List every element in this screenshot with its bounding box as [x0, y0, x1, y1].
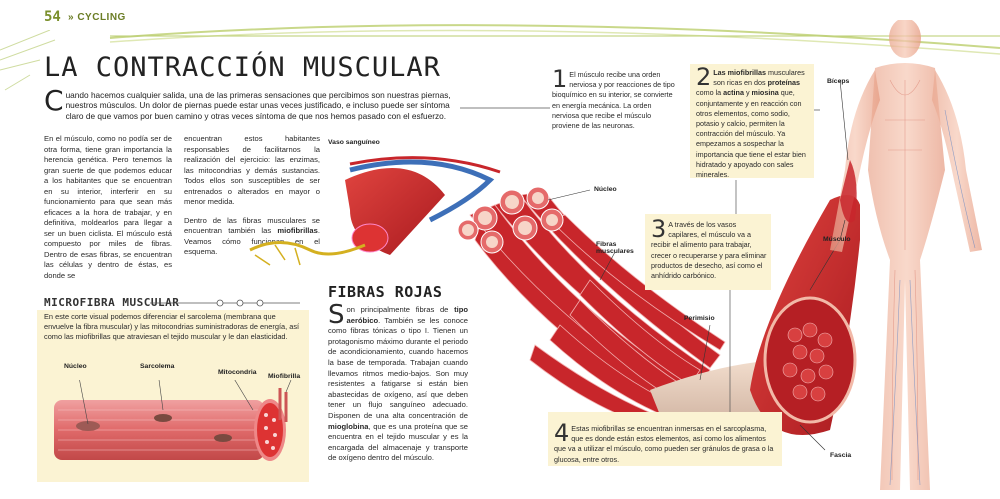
label-fascia: Fascia	[830, 452, 852, 459]
text-span: . También se les conoce como fibras tóni…	[328, 315, 468, 420]
section-name: » CYCLING	[68, 12, 126, 23]
body-column-2: encuentran estos habitantes responsables…	[184, 134, 320, 258]
body-column-2-paragraph-1: encuentran estos habitantes responsables…	[184, 134, 320, 206]
text-span: on principalmente fibras de	[346, 305, 455, 314]
page-title: LA CONTRACCIÓN MUSCULAR	[44, 52, 441, 83]
intro-paragraph: C uando hacemos cualquier salida, una de…	[44, 84, 454, 121]
label-fibras-musculares: Fibras musculares	[596, 241, 634, 255]
bold-term: proteínas	[767, 78, 800, 88]
text-span: que, conjuntamente y en reacción con otr…	[696, 88, 806, 180]
callout-1-number: 1	[552, 65, 568, 93]
label-vaso-sanguineo: Vaso sanguíneo	[328, 139, 380, 146]
microfibra-illustration	[54, 380, 292, 461]
callout-3-number: 3	[651, 215, 667, 243]
label-perimisio: Perimisio	[684, 315, 715, 322]
microfibra-text: En este corte visual podemos diferenciar…	[44, 312, 300, 342]
callout-2-number: 2	[696, 63, 712, 91]
text-span: y	[743, 88, 752, 98]
label-nucleo: Núcleo	[594, 186, 617, 193]
label-nucleo-micro: Núcleo	[64, 363, 87, 370]
text-span: . Veamos cómo funcionan en el esquema.	[184, 226, 320, 256]
header-decoration	[109, 24, 1000, 55]
callout-3-text: A través de los vasos capilares, el músc…	[651, 220, 767, 281]
heading-rule	[150, 299, 300, 307]
human-body-figure	[830, 20, 982, 490]
muscle-illustration	[249, 156, 860, 451]
label-miofibrilla: Miofibrilla	[268, 373, 301, 380]
sketch-decoration	[0, 30, 56, 91]
body-column-2-paragraph-2: Dentro de las fibras musculares se encue…	[184, 216, 320, 258]
page-number: 54	[44, 9, 61, 25]
bold-term: miofibrillas	[277, 226, 318, 235]
label-biceps: Bíceps	[827, 78, 850, 85]
callout-1-text: El músculo recibe una orden nerviosa y p…	[552, 70, 675, 131]
label-sarcolema: Sarcolema	[140, 363, 175, 370]
fibras-rojas-dropcap: S	[328, 300, 345, 330]
label-mitocondria: Mitocondria	[218, 369, 257, 376]
bold-term: tipo aeróbico	[346, 305, 468, 325]
text-span: musculares son ricas en dos	[713, 68, 805, 88]
bold-term: miosina	[751, 88, 779, 98]
text-span: , que es una proteína que se encuentra e…	[328, 421, 468, 463]
bold-term: mioglobina	[328, 421, 369, 431]
callout-4-text: Estas miofibrillas se encuentran inmersa…	[554, 424, 774, 464]
intro-dropcap: C	[44, 84, 64, 117]
fibras-rojas-heading: FIBRAS ROJAS	[328, 283, 443, 301]
text-span: como la	[696, 88, 724, 98]
microfibra-heading: MICROFIBRA MUSCULAR	[44, 296, 180, 309]
intro-text: uando hacemos cualquier salida, una de l…	[65, 90, 451, 121]
bold-term: Las miofibrillas	[713, 68, 767, 77]
bold-term: actina	[723, 88, 744, 98]
body-column-1: En el músculo, como no podía ser de otra…	[44, 134, 172, 280]
label-musculo: Músculo	[823, 236, 851, 243]
text-span: Dentro de las fibras musculares se encue…	[184, 215, 320, 236]
callout-4-number: 4	[554, 419, 570, 447]
